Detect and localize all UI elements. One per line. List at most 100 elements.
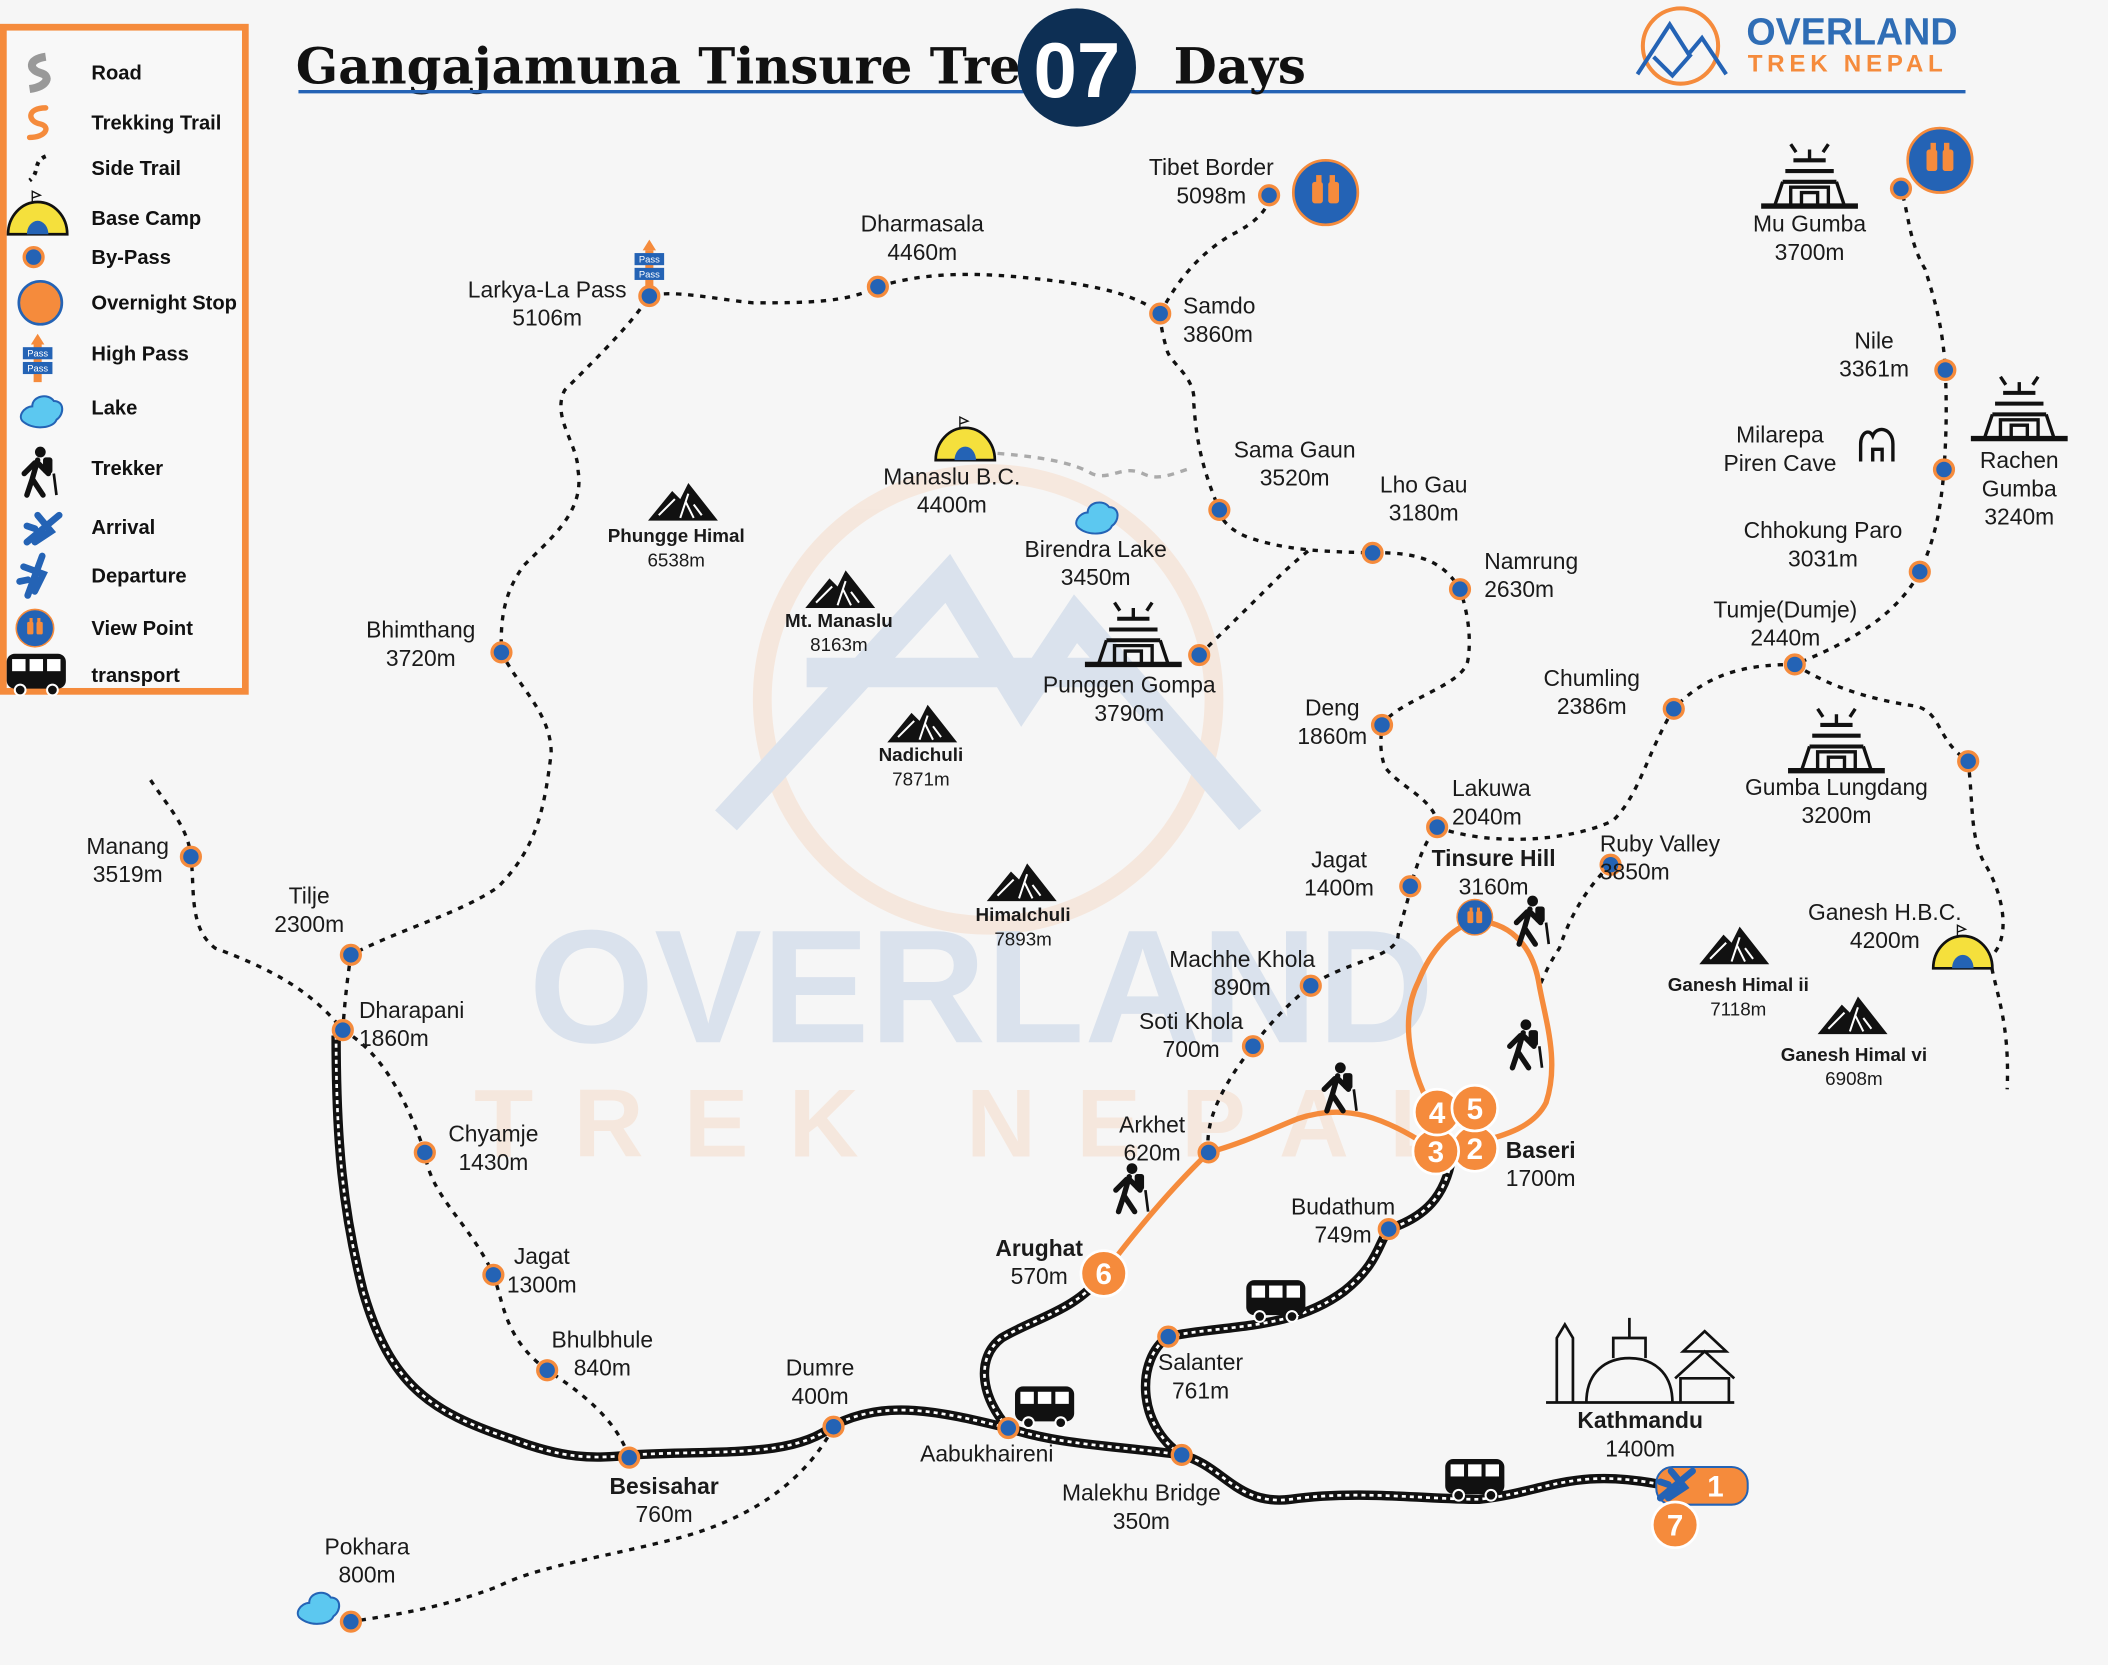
legend-item-high-pass: High Pass bbox=[22, 333, 189, 383]
place-label-line: 3700m bbox=[1775, 239, 1845, 265]
bypass-dot-icon bbox=[536, 1359, 559, 1382]
mountain-icon bbox=[1698, 925, 1771, 966]
place-label-line: Tumje(Dumje) bbox=[1713, 596, 1857, 622]
overnight-stop-icon bbox=[17, 279, 64, 326]
mountain-icon bbox=[1816, 995, 1889, 1036]
place-label-line: 2386m bbox=[1557, 693, 1627, 719]
place-label-line: Baseri bbox=[1506, 1137, 1576, 1163]
place-label-line: Lho Gau bbox=[1380, 471, 1468, 497]
place-label-line: 400m bbox=[791, 1383, 848, 1409]
place-label-line: 3160m bbox=[1459, 873, 1529, 899]
place-label-line: 4400m bbox=[917, 492, 987, 518]
legend-item-road: Road bbox=[27, 52, 142, 94]
place-label-line: 3850m bbox=[1600, 859, 1670, 885]
bypass-dot-icon bbox=[997, 1416, 1020, 1440]
legend-item-departure: Departure bbox=[14, 556, 187, 595]
place-label-line: Aabukhaireni bbox=[920, 1441, 1053, 1467]
legend-label: Road bbox=[91, 63, 141, 85]
bypass-dot-icon bbox=[331, 1019, 354, 1042]
high-pass-sign-icon bbox=[634, 239, 665, 289]
mountain-icon bbox=[804, 569, 877, 609]
legend-item-arrival: Arrival bbox=[27, 515, 155, 542]
place-label-line: Tibet Border bbox=[1149, 154, 1274, 180]
legend-label: By-Pass bbox=[91, 247, 171, 269]
bypass-dot-icon bbox=[866, 275, 889, 298]
overnight-stop-3: 3 bbox=[1411, 1126, 1461, 1176]
bypass-dot-icon bbox=[822, 1415, 845, 1438]
monastery-icon bbox=[1788, 709, 1885, 771]
bypass-dot-icon bbox=[482, 1263, 505, 1286]
bus-icon bbox=[1014, 1385, 1076, 1430]
bypass-dot-icon bbox=[1188, 643, 1211, 667]
place-label-line: 1300m bbox=[507, 1271, 577, 1297]
logo: OVERLAND TREK NEPAL bbox=[1635, 6, 1958, 86]
place-label: Tumje(Dumje)2440m bbox=[1713, 596, 1857, 650]
mountain-label-line: 7871m bbox=[892, 768, 950, 789]
bus-icon bbox=[1245, 1279, 1307, 1323]
place-label: Manaslu B.C.4400m bbox=[883, 463, 1020, 517]
legend-item-by-pass: By-Pass bbox=[22, 246, 171, 269]
bypass-dot-icon bbox=[1889, 177, 1913, 200]
place-label-line: 760m bbox=[636, 1501, 693, 1527]
place-label-line: 3860m bbox=[1183, 321, 1253, 347]
legend-label: View Point bbox=[91, 618, 193, 640]
place-label-line: 749m bbox=[1314, 1222, 1371, 1248]
place-label-line: 2300m bbox=[274, 911, 344, 937]
place-label-line: 3180m bbox=[1389, 500, 1459, 526]
place-label-line: Chumling bbox=[1544, 665, 1641, 691]
watermark-line1: OVERLAND bbox=[529, 897, 1434, 1077]
place-label-line: Chhokung Paro bbox=[1744, 517, 1903, 543]
cave-icon bbox=[1858, 427, 1895, 462]
place-label-line: 350m bbox=[1113, 1508, 1170, 1534]
place-label-line: 2040m bbox=[1452, 803, 1522, 829]
place-label-line: 840m bbox=[574, 1355, 631, 1381]
place-label-line: Rachen bbox=[1980, 447, 2059, 473]
place-aabukhaireni: Aabukhaireni bbox=[920, 1416, 1053, 1467]
place-label-line: 5098m bbox=[1176, 182, 1246, 208]
place-label-line: Sama Gaun bbox=[1234, 436, 1356, 462]
side-trail-icon bbox=[28, 154, 47, 183]
place-tumje-dumje-: Tumje(Dumje)2440m bbox=[1713, 596, 1857, 676]
place-label-line: Nile bbox=[1854, 328, 1893, 354]
legend-label: transport bbox=[91, 665, 180, 687]
logo-text-overland: OVERLAND bbox=[1746, 11, 1957, 53]
mountain-icon bbox=[646, 481, 719, 522]
place-label-line: 2630m bbox=[1484, 576, 1554, 602]
mountain-label-line: 7893m bbox=[994, 928, 1052, 949]
trekker-icon bbox=[1516, 896, 1548, 944]
dotted-trails bbox=[149, 188, 2010, 1624]
bypass-dot-icon bbox=[1662, 697, 1685, 720]
place-label-line: Arkhet bbox=[1119, 1111, 1186, 1137]
place-label-line: 1400m bbox=[1605, 1435, 1675, 1461]
place-label-line: Larkya-La Pass bbox=[468, 276, 627, 302]
place-label-line: Dharmasala bbox=[861, 211, 984, 237]
